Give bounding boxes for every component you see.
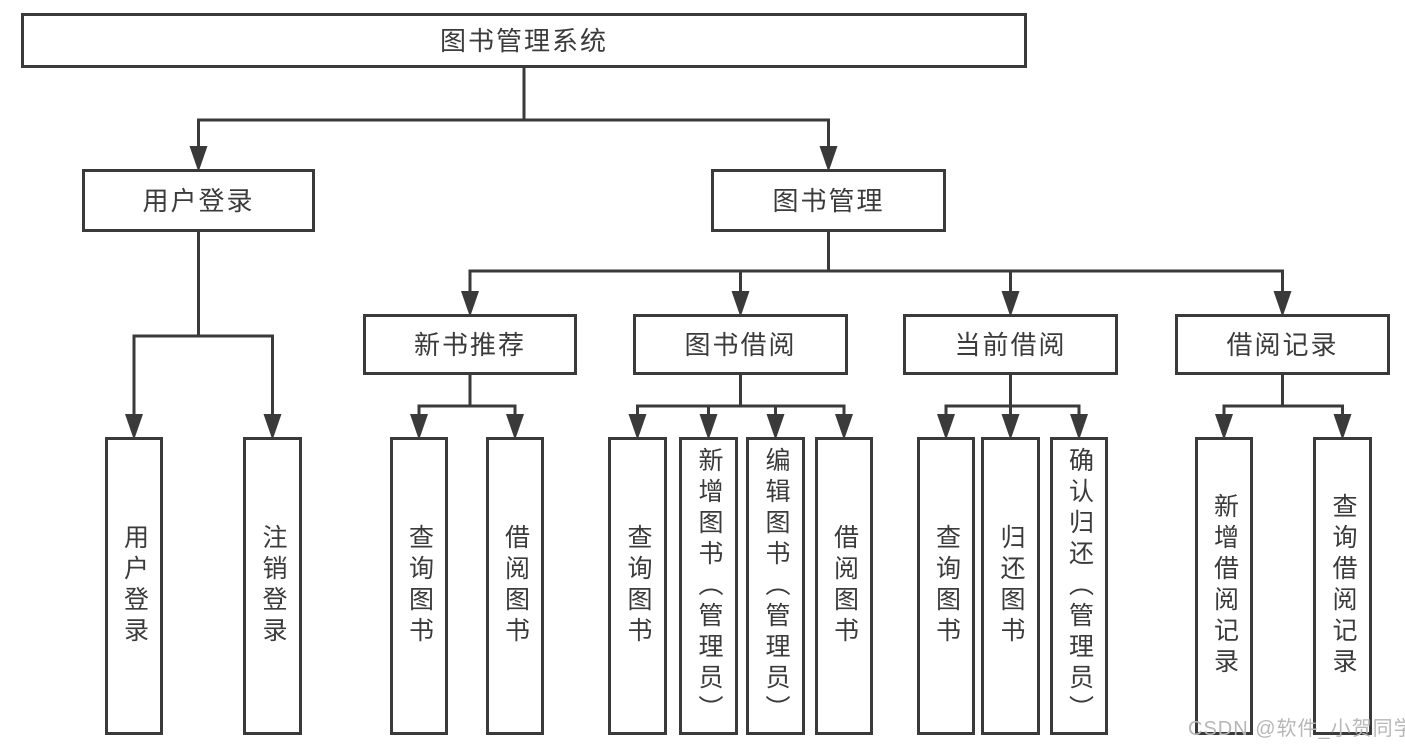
node-label: 当前借阅	[954, 329, 1067, 360]
node-logout: 注销登录	[243, 437, 302, 735]
node-label: 查询图书	[932, 524, 961, 648]
node-rcd-add: 新增借阅记录	[1195, 437, 1253, 735]
node-login: 用户登录	[82, 169, 315, 232]
node-label: 确认归还（管理员）	[1065, 446, 1094, 726]
node-rec-query: 查询图书	[390, 437, 448, 735]
node-label: 图书管理	[772, 185, 885, 216]
node-cur-return: 归还图书	[981, 437, 1040, 735]
node-label: 查询借阅记录	[1329, 493, 1357, 679]
node-cur-confirm: 确认归还（管理员）	[1050, 437, 1108, 735]
node-label: 新增借阅记录	[1210, 493, 1239, 679]
node-borrow: 图书借阅	[633, 314, 848, 375]
node-label: 图书管理系统	[439, 25, 608, 56]
node-cur-query: 查询图书	[917, 437, 975, 735]
node-label: 查询图书	[405, 524, 434, 648]
node-current: 当前借阅	[903, 314, 1118, 375]
node-records: 借阅记录	[1175, 314, 1390, 375]
node-mgmt: 图书管理	[711, 169, 946, 232]
watermark-text: CSDN @软件_小贺同学	[1188, 718, 1405, 740]
node-user-login: 用户登录	[105, 437, 163, 735]
node-label: 查询图书	[624, 524, 652, 648]
node-label: 图书借阅	[684, 329, 797, 360]
node-label: 用户登录	[120, 524, 149, 648]
node-label: 用户登录	[142, 185, 255, 216]
node-label: 新书推荐	[413, 329, 526, 360]
node-rcd-query: 查询借阅记录	[1313, 437, 1372, 735]
node-label: 新增图书（管理员）	[695, 446, 723, 726]
node-label: 借阅图书	[501, 524, 530, 648]
node-label: 编辑图书（管理员）	[762, 446, 790, 726]
node-label: 注销登录	[259, 524, 287, 648]
node-label: 借阅记录	[1226, 329, 1339, 360]
node-label: 归还图书	[997, 524, 1025, 648]
node-label: 借阅图书	[830, 524, 859, 648]
node-bor-query: 查询图书	[608, 437, 667, 735]
node-bor-add: 新增图书（管理员）	[679, 437, 738, 735]
node-root: 图书管理系统	[21, 13, 1027, 68]
node-rec-borrow: 借阅图书	[486, 437, 544, 735]
node-bor-edit: 编辑图书（管理员）	[746, 437, 805, 735]
node-recommend: 新书推荐	[363, 314, 577, 375]
node-bor-borrow: 借阅图书	[815, 437, 873, 735]
